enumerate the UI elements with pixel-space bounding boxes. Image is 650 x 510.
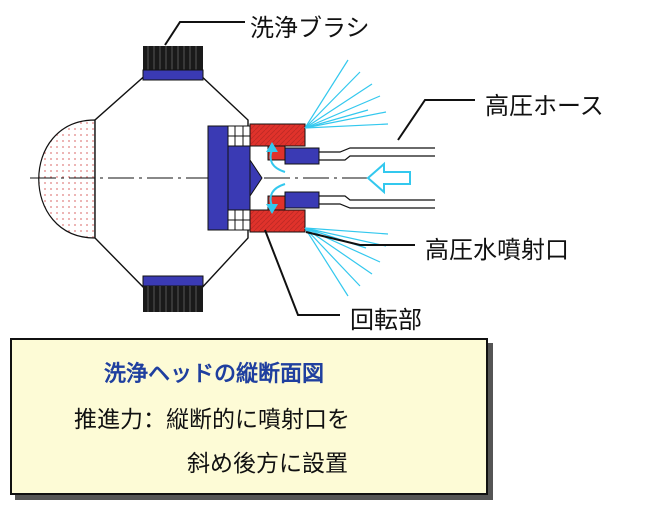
leader-hose bbox=[397, 99, 475, 141]
leader-brush bbox=[164, 21, 245, 46]
brush-bottom bbox=[142, 275, 204, 312]
caption-title: 洗浄ヘッドの縦断面図 bbox=[104, 362, 325, 387]
bearing-bottom bbox=[227, 209, 251, 231]
spray-lower bbox=[304, 227, 389, 297]
caption-box: 洗浄ヘッドの縦断面図 推進力：縦断的に噴射口を 斜め後方に設置 bbox=[10, 338, 488, 495]
label-hose: 高圧ホース bbox=[485, 92, 604, 120]
front-dome bbox=[38, 119, 96, 239]
hose-flow-arrow bbox=[366, 161, 411, 195]
caption-line-2: 斜め後方に設置 bbox=[187, 451, 348, 477]
spray-upper bbox=[304, 59, 389, 129]
shaft-collar bbox=[284, 147, 320, 209]
hose bbox=[319, 147, 435, 209]
leader-nozzle bbox=[305, 231, 415, 246]
internal-flow-arrows bbox=[266, 142, 286, 214]
label-nozzle: 高圧水噴射口 bbox=[425, 236, 569, 264]
brush-top bbox=[142, 46, 204, 81]
head-cross-section-diagram bbox=[30, 21, 475, 316]
bearing-top bbox=[227, 125, 251, 147]
label-brush: 洗浄ブラシ bbox=[250, 14, 370, 42]
caption-line-1: 推進力：縦断的に噴射口を bbox=[74, 407, 350, 433]
label-rotor: 回転部 bbox=[350, 306, 422, 334]
blue-hub bbox=[207, 125, 263, 231]
leader-rotor bbox=[264, 229, 340, 316]
